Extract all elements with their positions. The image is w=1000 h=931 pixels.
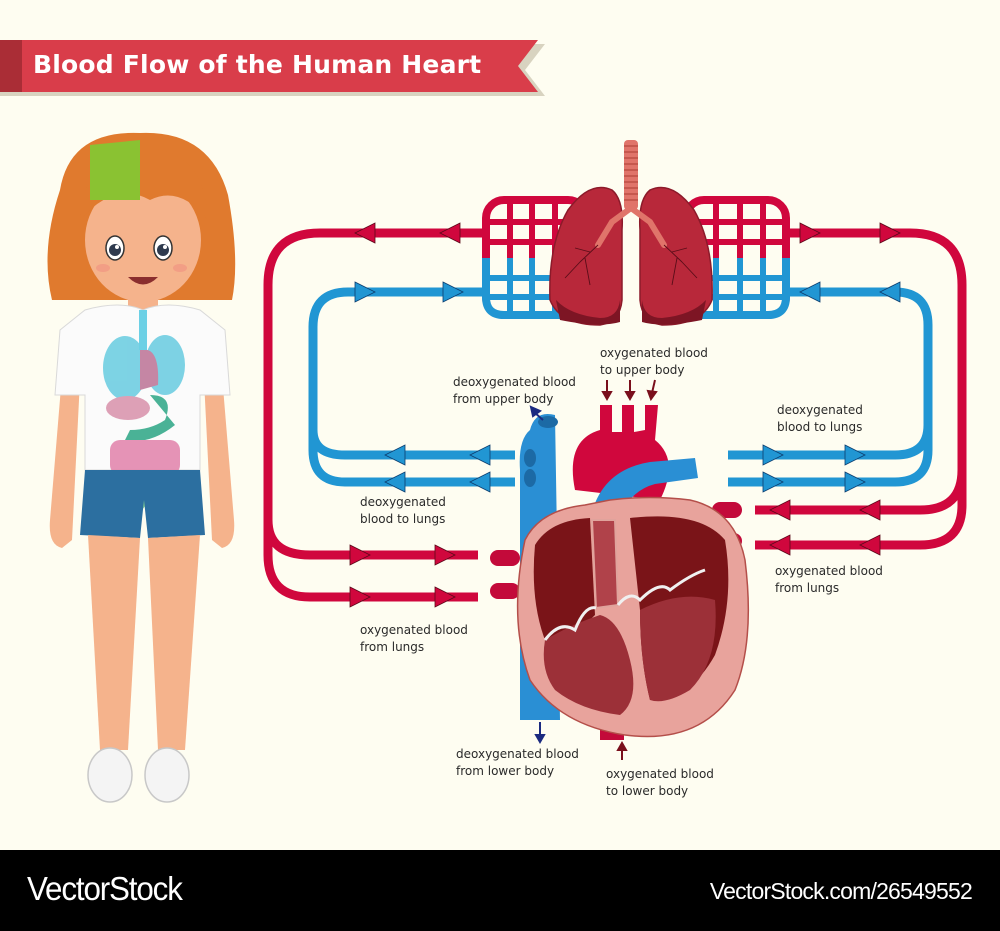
label-line: from lower body	[456, 764, 555, 778]
label-line: oxygenated blood	[775, 564, 883, 578]
girl-figure-illustration	[47, 132, 236, 803]
label-line: deoxygenated blood	[453, 375, 576, 389]
footer-brand: VectorStock	[27, 870, 183, 907]
footer-image-id: VectorStock.com/26549552	[709, 878, 973, 904]
oxygenated-arrowheads	[349, 222, 901, 608]
label-line: from lungs	[360, 640, 425, 654]
label-deoxygenated-to-lungs-left: deoxygenated blood to lungs	[360, 494, 446, 528]
watermark-footer: VectorStock VectorStock.com/26549552	[0, 850, 1000, 931]
label-line: deoxygenated	[777, 403, 863, 417]
label-line: deoxygenated blood	[456, 747, 579, 761]
label-line: oxygenated blood	[600, 346, 708, 360]
label-line: from lungs	[775, 581, 840, 595]
blood-flow-diagram	[47, 132, 967, 803]
label-line: blood to lungs	[360, 512, 446, 526]
label-deoxygenated-from-lower-body: deoxygenated blood from lower body	[456, 746, 579, 780]
trachea	[624, 140, 638, 210]
lungs-illustration	[549, 140, 713, 326]
label-line: blood to lungs	[777, 420, 863, 434]
label-line: to lower body	[606, 784, 689, 798]
label-line: to upper body	[600, 363, 685, 377]
label-line: oxygenated blood	[606, 767, 714, 781]
label-line: deoxygenated	[360, 495, 446, 509]
oxygenated-vessels	[263, 228, 967, 602]
label-deoxygenated-to-lungs-right: deoxygenated blood to lungs	[777, 402, 863, 436]
label-oxygenated-from-lungs-left: oxygenated blood from lungs	[360, 622, 468, 656]
label-line: from upper body	[453, 392, 554, 406]
label-line: oxygenated blood	[360, 623, 468, 637]
page-title: Blood Flow of the Human Heart	[33, 50, 482, 79]
flow-pointer-arrows	[529, 379, 658, 760]
deoxygenated-vessels	[308, 287, 933, 487]
banner-ribbon-shape	[0, 40, 545, 96]
deoxygenated-arrowheads	[354, 281, 901, 493]
label-deoxygenated-from-upper-body: deoxygenated blood from upper body	[453, 374, 576, 408]
label-oxygenated-from-lungs-right: oxygenated blood from lungs	[775, 563, 883, 597]
label-oxygenated-to-upper-body: oxygenated blood to upper body	[600, 345, 708, 379]
heart-illustration	[490, 405, 750, 740]
title-banner: Blood Flow of the Human Heart	[0, 40, 545, 96]
label-oxygenated-to-lower-body: oxygenated blood to lower body	[606, 766, 714, 800]
